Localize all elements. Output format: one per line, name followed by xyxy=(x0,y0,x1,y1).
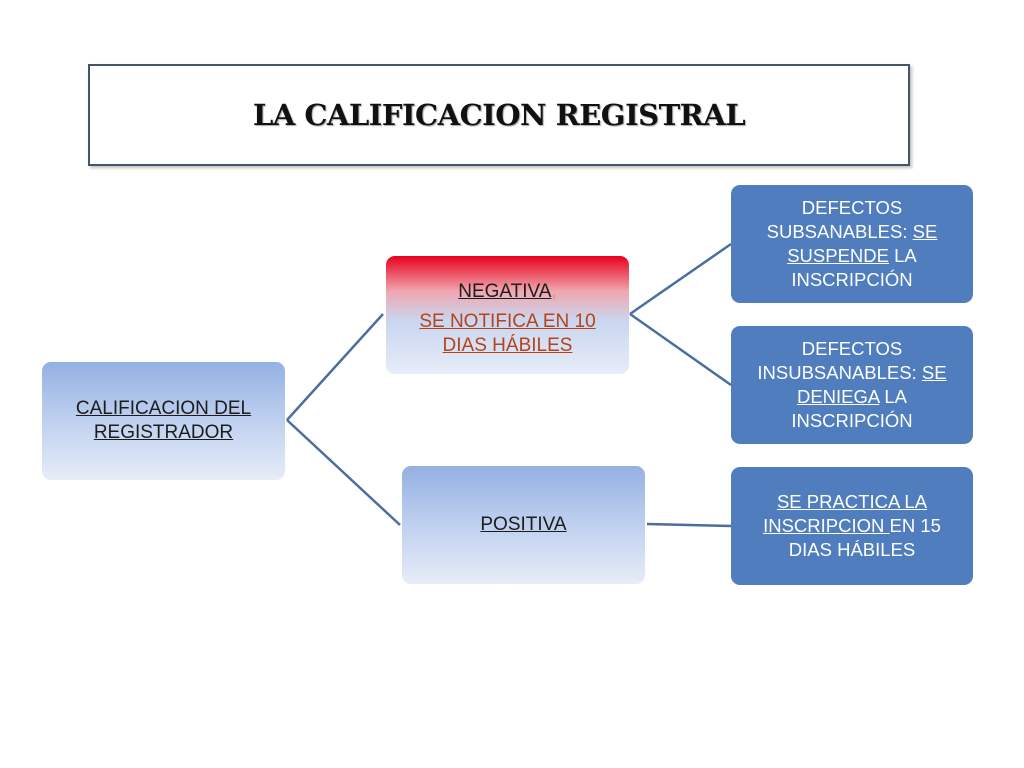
title-box: LA CALIFICACION REGISTRAL xyxy=(88,64,910,166)
node-defectos-subsanables: DEFECTOS SUBSANABLES: SE SUSPENDE LA INS… xyxy=(731,185,973,303)
node-defectos-insubsanables: DEFECTOS INSUBSANABLES: SE DENIEGA LA IN… xyxy=(731,326,973,444)
insubsanables-line-4: INSCRIPCIÓN xyxy=(791,410,913,431)
practica-line-1: SE PRACTICA LA xyxy=(776,491,928,512)
connector-root-positive xyxy=(286,419,401,526)
practica-line-3: DIAS HÁBILES xyxy=(788,539,916,560)
subsanables-line-2-underlined: SE xyxy=(912,221,938,242)
positiva-label: POSITIVA xyxy=(480,514,567,535)
subsanables-line-4: INSCRIPCIÓN xyxy=(791,269,913,290)
insubsanables-line-1: DEFECTOS xyxy=(801,338,903,359)
insubsanables-line-2: INSUBSANABLES: SE xyxy=(757,361,946,385)
connector-positive-practica xyxy=(646,522,732,528)
practica-line-2: INSCRIPCION EN 15 xyxy=(763,514,941,538)
insubsanables-line-2-underlined: SE xyxy=(921,362,947,383)
node-negativa: NEGATIVA, SE NOTIFICA EN 10 DIAS HÁBILES xyxy=(386,256,629,374)
subsanables-line-2-text: SUBSANABLES: xyxy=(766,221,913,242)
subsanables-line-3-text: LA xyxy=(889,245,917,266)
negativa-line-1: NEGATIVA, xyxy=(458,280,557,304)
practica-line-2-text: EN 15 xyxy=(889,515,941,536)
insubsanables-line-3: DENIEGA LA xyxy=(797,385,907,409)
negativa-comma: , xyxy=(551,281,557,302)
negativa-label: NEGATIVA xyxy=(458,281,552,302)
node-se-practica-inscripcion: SE PRACTICA LA INSCRIPCION EN 15 DIAS HÁ… xyxy=(731,467,973,585)
subsanables-line-1: DEFECTOS xyxy=(801,197,903,218)
node-positiva: POSITIVA xyxy=(402,466,645,584)
subsanables-line-3: SUSPENDE LA xyxy=(787,244,917,268)
negativa-line-3[interactable]: DIAS HÁBILES xyxy=(442,335,573,356)
connector-root-negative xyxy=(286,313,384,421)
practica-line-2-underlined: INSCRIPCION xyxy=(763,515,890,536)
connector-negative-insubsanables xyxy=(629,312,732,387)
negativa-line-2[interactable]: SE NOTIFICA EN 10 xyxy=(419,311,596,332)
root-line-1: CALIFICACION DEL xyxy=(75,398,252,419)
page-title: LA CALIFICACION REGISTRAL xyxy=(252,98,746,132)
node-calificacion-registrador: CALIFICACION DEL REGISTRADOR xyxy=(42,362,285,480)
subsanables-line-2: SUBSANABLES: SE xyxy=(767,220,938,244)
insubsanables-line-3-underlined: DENIEGA xyxy=(796,386,880,407)
subsanables-line-3-underlined: SUSPENDE xyxy=(787,245,889,266)
insubsanables-line-2-text: INSUBSANABLES: xyxy=(757,362,922,383)
connector-negative-subsanables xyxy=(629,242,732,316)
insubsanables-line-3-text: LA xyxy=(879,386,908,407)
root-line-2: REGISTRADOR xyxy=(93,422,234,443)
